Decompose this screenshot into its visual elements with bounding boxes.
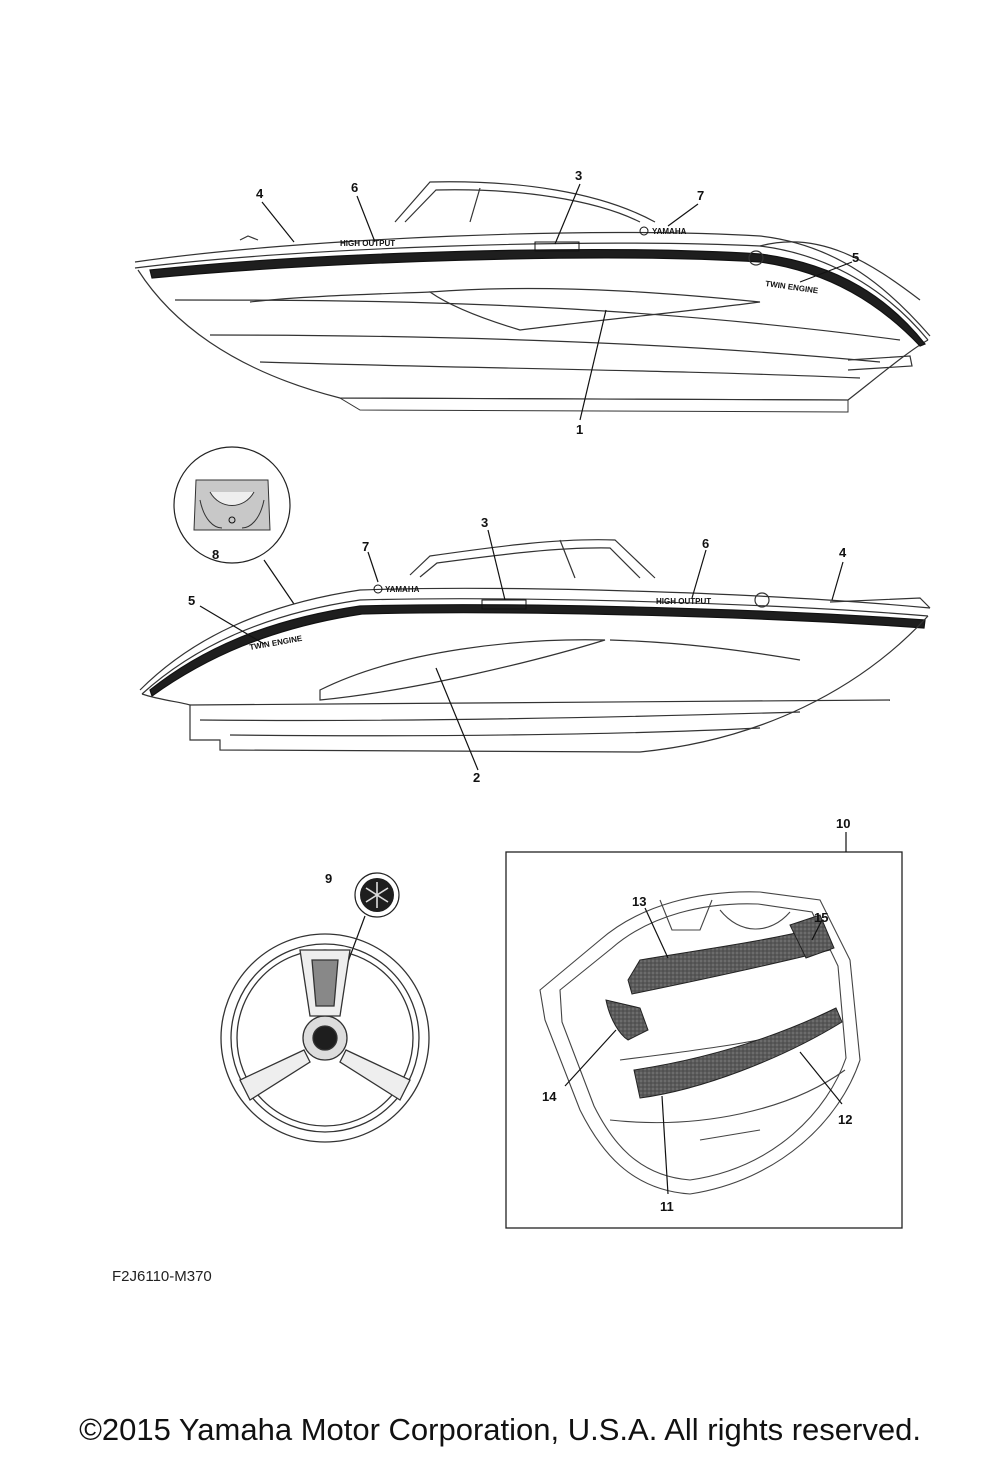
callout-15: 15	[814, 910, 828, 925]
yamaha-decal-bottom: YAMAHA	[385, 585, 420, 594]
mat-15	[789, 914, 835, 959]
callout-10: 10	[836, 816, 850, 831]
yamaha-tuning-fork-icon	[365, 882, 389, 908]
yamaha-emblem-icon-top	[639, 226, 649, 236]
callout-4-top: 4	[256, 186, 264, 201]
callouts-top: 4 6 3 7 5 1	[256, 168, 859, 437]
callout-6-bottom: 6	[702, 536, 709, 551]
deck-top-view	[539, 891, 861, 1195]
leader-lines-bottom	[199, 529, 844, 771]
callout-14: 14	[542, 1089, 557, 1104]
yamaha-emblem-icon-bottom	[373, 584, 383, 594]
callout-13: 13	[632, 894, 646, 909]
callout-7-top: 7	[697, 188, 704, 203]
emblem-9-detail: 9	[325, 871, 400, 1011]
callouts-inset: 13 15 14 12 11	[542, 894, 852, 1214]
yamaha-decal-top: YAMAHA	[652, 227, 687, 236]
twin-engine-decal-top: TWIN ENGINE	[765, 279, 820, 295]
inset-box-10: 10	[505, 816, 903, 1229]
leader-lines-top	[261, 183, 853, 421]
high-output-decal-top: HIGH OUTPUT	[340, 239, 395, 248]
high-output-decal-bottom: HIGH OUTPUT	[656, 597, 711, 606]
boat-bottom-view	[139, 539, 931, 753]
leader-lines-inset	[564, 907, 843, 1195]
callout-7-bottom: 7	[362, 539, 369, 554]
callout-8: 8	[212, 547, 219, 562]
copyright-notice: ©2015 Yamaha Motor Corporation, U.S.A. A…	[79, 1412, 921, 1447]
model-logo-decal-bottom	[481, 599, 527, 610]
steering-wheel	[220, 933, 430, 1143]
deck-mats	[605, 914, 843, 1099]
callout-2: 2	[473, 770, 480, 785]
callout-12: 12	[838, 1112, 852, 1127]
callout-1: 1	[576, 422, 583, 437]
mat-14	[605, 999, 649, 1041]
callout-5-top: 5	[852, 250, 859, 265]
boat-top-view	[134, 181, 931, 413]
model-logo-decal-top	[534, 241, 580, 252]
callout-5-bottom: 5	[188, 593, 195, 608]
callout-4-bottom: 4	[839, 545, 847, 560]
detail-circle-8: 8	[173, 446, 295, 605]
callout-9: 9	[325, 871, 332, 886]
callout-6-top: 6	[351, 180, 358, 195]
callout-11: 11	[660, 1199, 674, 1214]
callouts-bottom: 5 7 3 6 4 2	[188, 515, 847, 785]
mat-11-12	[633, 1007, 843, 1099]
callout-3-bottom: 3	[481, 515, 488, 530]
diagram-code: F2J6110-M370	[112, 1268, 212, 1285]
callout-3-top: 3	[575, 168, 582, 183]
mat-13	[627, 927, 831, 995]
